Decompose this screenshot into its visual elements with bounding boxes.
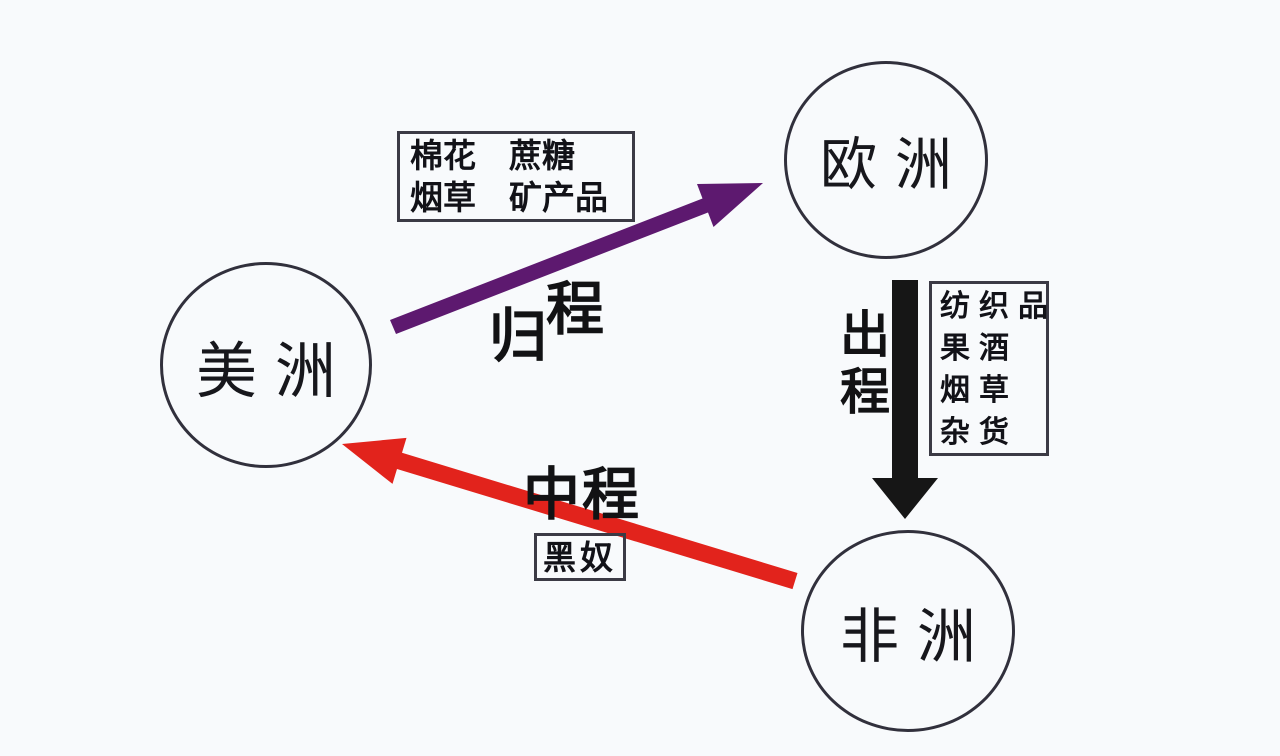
return-route-label-char1: 归 [489, 302, 548, 370]
outbound-route-label: 出 程 [832, 306, 898, 420]
outbound-route-label-char1: 出 [840, 305, 890, 364]
outbound-goods-box: 纺织品 果酒 烟草 杂货 [929, 281, 1049, 456]
return-goods-line-1: 棉花 蔗糖 [410, 136, 575, 175]
outbound-goods-line-4: 杂货 [940, 415, 1018, 450]
outbound-goods-line-1: 纺织品 [940, 289, 1057, 324]
middle-goods-box: 黑奴 [534, 533, 626, 581]
middle-route-arrow [342, 437, 798, 590]
return-route-arrow [390, 183, 763, 334]
node-africa-label: 非洲 [839, 601, 994, 671]
middle-route-label: 中程 [523, 461, 641, 528]
outbound-route-label-char2: 程 [840, 362, 890, 421]
node-america-label: 美洲 [195, 335, 354, 407]
outbound-goods-line-2: 果酒 [940, 331, 1018, 366]
node-america: 美洲 [160, 262, 372, 468]
return-goods-line-2: 烟草 矿产品 [410, 178, 608, 217]
return-goods-box: 棉花 蔗糖 烟草 矿产品 [397, 131, 635, 222]
outbound-route-arrow [872, 280, 938, 519]
outbound-goods-line-3: 烟草 [940, 373, 1018, 408]
middle-goods-line-1: 黑奴 [543, 538, 617, 577]
node-africa: 非洲 [801, 530, 1015, 732]
node-europe-label: 欧洲 [820, 132, 970, 198]
node-europe: 欧洲 [784, 61, 988, 259]
return-route-label-char2: 程 [546, 275, 605, 343]
